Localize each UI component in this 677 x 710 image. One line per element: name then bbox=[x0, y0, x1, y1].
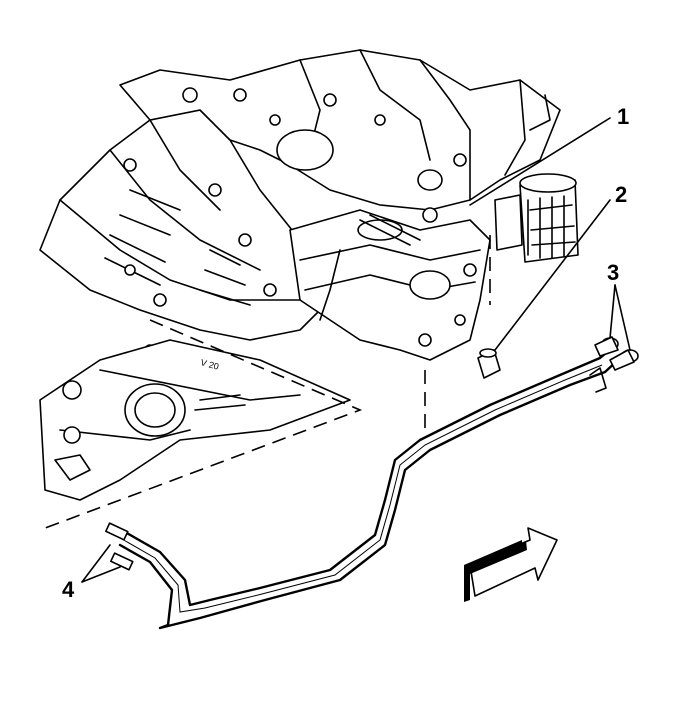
callout-1: 1 bbox=[617, 104, 629, 129]
engine-transmission-assembly: V 20 bbox=[39, 49, 579, 531]
svg-text:V 20: V 20 bbox=[199, 357, 219, 371]
cooler-lines bbox=[105, 336, 639, 630]
leader-3b bbox=[614, 284, 631, 351]
direction-arrow-icon bbox=[464, 527, 558, 602]
leader-2 bbox=[494, 199, 611, 351]
leader-4a bbox=[81, 544, 111, 583]
leader-3a bbox=[609, 284, 616, 339]
leader-lines bbox=[81, 117, 631, 583]
leader-4b bbox=[81, 566, 121, 583]
callout-3: 3 bbox=[607, 260, 619, 285]
leader-1 bbox=[469, 117, 611, 206]
callout-4: 4 bbox=[62, 577, 75, 602]
callout-2: 2 bbox=[615, 182, 627, 207]
